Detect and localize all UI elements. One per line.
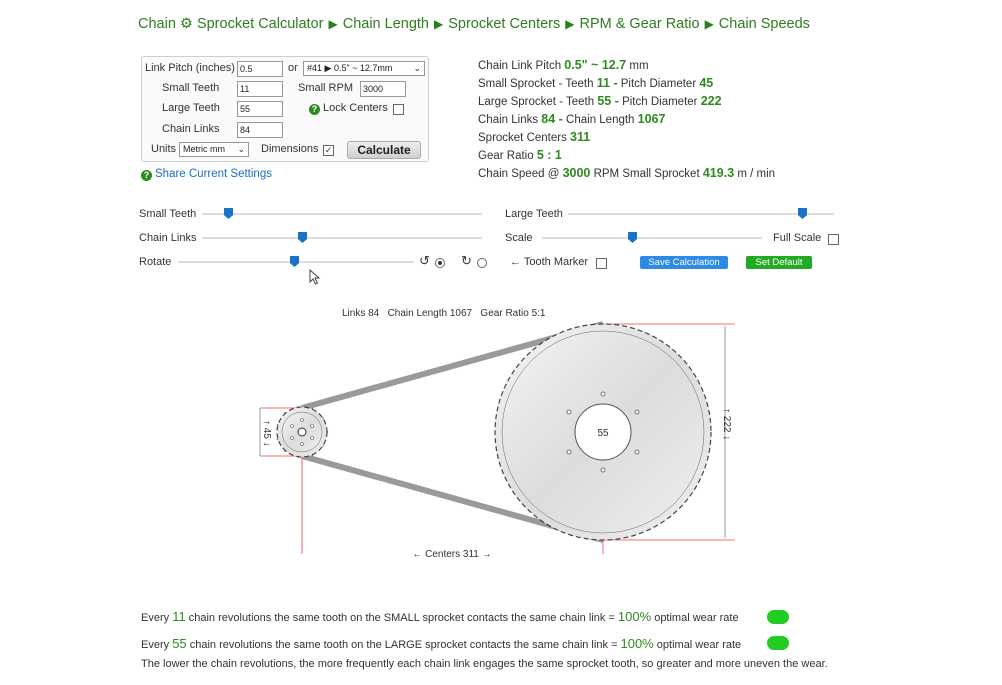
crumb-rpm-gear[interactable]: RPM & Gear Ratio (579, 16, 700, 32)
crumb-chain-length[interactable]: Chain Length (342, 16, 429, 32)
result-sprocket-centers: Sprocket Centers 311 (478, 130, 591, 144)
result-chain-links: Chain Links 84 - Chain Length 1067 (478, 112, 666, 126)
arrow-right-icon: ▶ (565, 17, 575, 31)
share-settings-link[interactable]: ?Share Current Settings (141, 168, 272, 181)
result-gear-ratio: Gear Ratio 5 : 1 (478, 148, 562, 162)
input-panel: Link Pitch (inches) 0.5 or #41 ▶ 0.5" ~ … (141, 56, 429, 162)
chain-links-input[interactable]: 84 (237, 122, 283, 138)
calculate-button[interactable]: Calculate (347, 141, 421, 159)
rotate-cw-radio[interactable] (477, 258, 487, 268)
large-teeth-slider-label: Large Teeth (505, 208, 563, 220)
full-scale-label: Full Scale (773, 232, 822, 244)
dimensions-label: Dimensions (261, 143, 319, 155)
mouse-cursor-icon (309, 269, 321, 285)
or-label: or (288, 62, 298, 74)
chain-links-slider-label: Chain Links (139, 232, 197, 244)
rotate-slider-label: Rotate (139, 256, 172, 268)
diagram-header: Links 84 Chain Length 1067 Gear Ratio 5:… (342, 308, 546, 319)
scale-slider-track[interactable] (542, 237, 762, 239)
small-teeth-slider-label: Small Teeth (139, 208, 197, 220)
pitch-select-value: #41 ▶ 0.5" ~ 12.7mm (307, 63, 393, 73)
scale-slider-thumb[interactable] (628, 232, 637, 243)
tooth-marker-label: ← Tooth Marker (510, 256, 589, 268)
units-label: Units (151, 143, 177, 155)
pitch-select[interactable]: #41 ▶ 0.5" ~ 12.7mm ⌄ (303, 61, 425, 76)
small-diameter-label: ↑ 45 ↓ (261, 420, 272, 447)
arrow-right-icon: ▶ (433, 17, 444, 31)
wear-large-line: Every 55 chain revolutions the same toot… (141, 636, 742, 651)
lock-centers-text: Lock Centers (323, 102, 388, 114)
large-teeth-slider-track[interactable] (568, 213, 834, 215)
wear-small-line: Every 11 chain revolutions the same toot… (141, 609, 739, 624)
chevron-down-icon: ⌄ (413, 63, 421, 73)
crumb-sprocket-centers[interactable]: Sprocket Centers (448, 16, 561, 32)
help-icon[interactable]: ? (309, 104, 320, 115)
chain-links-label: Chain Links (162, 123, 220, 135)
large-teeth-label: Large Teeth (162, 102, 220, 114)
share-settings-text: Share Current Settings (155, 168, 272, 180)
rotate-ccw-icon: ↺ (419, 253, 430, 268)
crumb-chain-sprocket[interactable]: Chain ⚙ Sprocket Calculator (138, 16, 324, 32)
units-select[interactable]: Metric mm ⌄ (179, 142, 249, 157)
lock-centers-checkbox[interactable] (393, 104, 404, 115)
link-pitch-label: Link Pitch (inches) (145, 62, 235, 74)
small-rpm-input[interactable]: 3000 (360, 81, 406, 97)
large-teeth-input[interactable]: 55 (237, 101, 283, 117)
large-sprocket (494, 323, 712, 541)
result-large-sprocket: Large Sprocket - Teeth 55 - Pitch Diamet… (478, 94, 722, 108)
small-teeth-input[interactable]: 11 (237, 81, 283, 97)
rotate-cw-icon: ↻ (461, 253, 472, 268)
small-teeth-slider-track[interactable] (202, 213, 482, 215)
save-calculation-button[interactable]: Save Calculation (640, 256, 728, 269)
small-rpm-label: Small RPM (298, 82, 354, 94)
full-scale-checkbox[interactable] (828, 234, 839, 245)
scale-slider-label: Scale (505, 232, 533, 244)
wear-large-indicator (767, 636, 789, 650)
lock-centers-label: ?Lock Centers (309, 102, 388, 115)
large-diameter-label: ↑ 222 ↓ (721, 408, 732, 440)
chevron-down-icon: ⌄ (237, 144, 245, 154)
result-chain-pitch: Chain Link Pitch 0.5" ~ 12.7 mm (478, 58, 649, 72)
result-small-sprocket: Small Sprocket - Teeth 11 - Pitch Diamet… (478, 76, 714, 90)
wear-small-indicator (767, 610, 789, 624)
small-sprocket (276, 405, 329, 459)
arrow-right-icon: ▶ (704, 17, 714, 31)
help-icon: ? (141, 170, 152, 181)
result-chain-speed: Chain Speed @ 3000 RPM Small Sprocket 41… (478, 166, 776, 180)
chain-links-slider-track[interactable] (202, 237, 482, 239)
units-select-value: Metric mm (183, 144, 225, 154)
crumb-chain-speeds[interactable]: Chain Speeds (718, 16, 810, 32)
small-teeth-label: Small Teeth (162, 82, 220, 94)
sprocket-diagram: 55 ↑ 45 ↓ ↑ 222 ↓ ← Centers 311 → (259, 321, 735, 560)
chain-links-slider-thumb[interactable] (298, 232, 307, 243)
link-pitch-input[interactable]: 0.5 (237, 61, 283, 77)
centers-label: ← Centers 311 → (412, 549, 491, 560)
large-teeth-slider-thumb[interactable] (798, 208, 807, 219)
rotate-ccw-radio[interactable] (435, 258, 445, 268)
breadcrumb: Chain ⚙ Sprocket Calculator ▶ Chain Length… (138, 16, 810, 32)
large-sprocket-teeth-label: 55 (597, 428, 609, 439)
rotate-slider-thumb[interactable] (290, 256, 299, 267)
arrow-right-icon: ▶ (328, 17, 338, 31)
tooth-marker-checkbox[interactable] (596, 258, 607, 269)
wear-note: The lower the chain revolutions, the mor… (141, 658, 828, 670)
dimensions-checkbox[interactable]: ✓ (323, 145, 334, 156)
small-teeth-slider-thumb[interactable] (224, 208, 233, 219)
set-default-button[interactable]: Set Default (746, 256, 812, 269)
